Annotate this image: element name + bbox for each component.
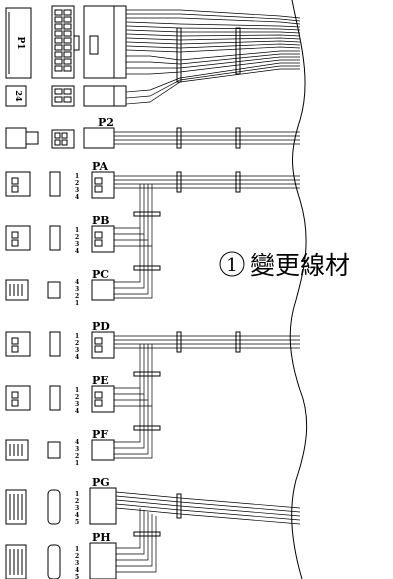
label-pd: PD: [92, 320, 110, 333]
pf-pin-3: 3: [75, 446, 79, 453]
revision-number: 1: [226, 255, 237, 276]
pd-pin-2: 2: [75, 340, 79, 347]
ph-pin-5: 5: [75, 574, 79, 579]
label-p2: P2: [98, 116, 114, 129]
pg-side-view: [5, 489, 27, 525]
p2-face: [51, 129, 75, 149]
label-pg: PG: [92, 476, 110, 489]
pe-pin-2: 2: [75, 394, 79, 401]
pe-face: [49, 385, 61, 411]
pc-plug: [91, 279, 115, 301]
pc-pin-4: 4: [75, 279, 79, 286]
label-p1: P1: [15, 36, 25, 49]
p2-side-view: [5, 127, 27, 149]
pb-pin-2: 2: [75, 234, 79, 241]
pd-pf-group: [5, 331, 300, 461]
ph-pin-1: 1: [75, 546, 79, 553]
pa-face: [49, 171, 61, 197]
pb-pin-4: 4: [75, 248, 79, 255]
ph-side-view: [5, 544, 27, 579]
pb-pin-3: 3: [75, 241, 79, 248]
pg-face: [47, 489, 61, 525]
pd-plug: [91, 331, 115, 359]
pb-plug: [91, 225, 115, 253]
pf-pin-4: 4: [75, 439, 79, 446]
pd-pin-1: 1: [75, 333, 79, 340]
ph-plug: [89, 542, 117, 579]
pb-face: [49, 225, 61, 251]
pf-side-view: [5, 439, 29, 461]
revision-number-circle: [219, 251, 245, 277]
pa-side-view: [5, 171, 31, 197]
pf-plug: [91, 439, 115, 461]
pf-face: [47, 441, 61, 459]
pg-pin-2: 2: [75, 498, 79, 505]
pa-pin-2: 2: [75, 180, 79, 187]
label-pa: PA: [92, 160, 108, 173]
pg-ph-group: [5, 487, 301, 579]
label-ph: PH: [92, 531, 111, 544]
pe-side-view: [5, 385, 31, 411]
pd-side-view: [5, 331, 31, 357]
p1-pin-grid: [54, 9, 72, 72]
pg-plug: [89, 487, 117, 525]
pa-pin-3: 3: [75, 187, 79, 194]
ph-pin-2: 2: [75, 553, 79, 560]
label-pe: PE: [92, 374, 109, 387]
pc-pin-1: 1: [75, 300, 79, 307]
pb-pin-1: 1: [75, 227, 79, 234]
pd-pin-4: 4: [75, 354, 79, 361]
p24-plug: [83, 85, 115, 107]
pf-pin-2: 2: [75, 453, 79, 460]
pe-pin-1: 1: [75, 387, 79, 394]
pd-face: [49, 331, 61, 357]
revision-note: 1 變更線材: [219, 251, 350, 280]
p24-face: [51, 85, 75, 107]
p24-side-view: [5, 85, 27, 107]
pe-pin-3: 3: [75, 401, 79, 408]
label-pb: PB: [92, 214, 110, 227]
pa-plug: [91, 171, 115, 199]
pc-side-view: [5, 279, 29, 301]
pa-pin-1: 1: [75, 173, 79, 180]
pc-pin-3: 3: [75, 286, 79, 293]
pa-pc-group: [5, 171, 300, 301]
ph-face: [47, 544, 61, 579]
pd-pin-3: 3: [75, 347, 79, 354]
ph-pin-4: 4: [75, 567, 79, 574]
p2-connector-group: [5, 127, 300, 149]
p1-plug: [83, 5, 115, 79]
pc-pin-2: 2: [75, 293, 79, 300]
pa-pin-4: 4: [75, 194, 79, 201]
p1-side-view: [5, 7, 32, 79]
p1-connector-group: [5, 5, 127, 107]
pg-pin-3: 3: [75, 505, 79, 512]
pe-pin-4: 4: [75, 408, 79, 415]
revision-text: 變更線材: [250, 251, 350, 280]
label-pc: PC: [92, 268, 109, 281]
p1-wire-bundle: [125, 9, 301, 105]
pg-pin-5: 5: [75, 519, 79, 526]
pg-pin-4: 4: [75, 512, 79, 519]
label-pf: PF: [92, 428, 108, 441]
label-p24: 24: [14, 90, 24, 102]
pe-plug: [91, 385, 115, 413]
pb-side-view: [5, 225, 31, 251]
pc-face: [47, 281, 61, 299]
ph-pin-3: 3: [75, 560, 79, 567]
p2-plug: [83, 127, 115, 149]
pf-pin-1: 1: [75, 460, 79, 467]
break-line: [289, 0, 308, 579]
pg-pin-1: 1: [75, 491, 79, 498]
